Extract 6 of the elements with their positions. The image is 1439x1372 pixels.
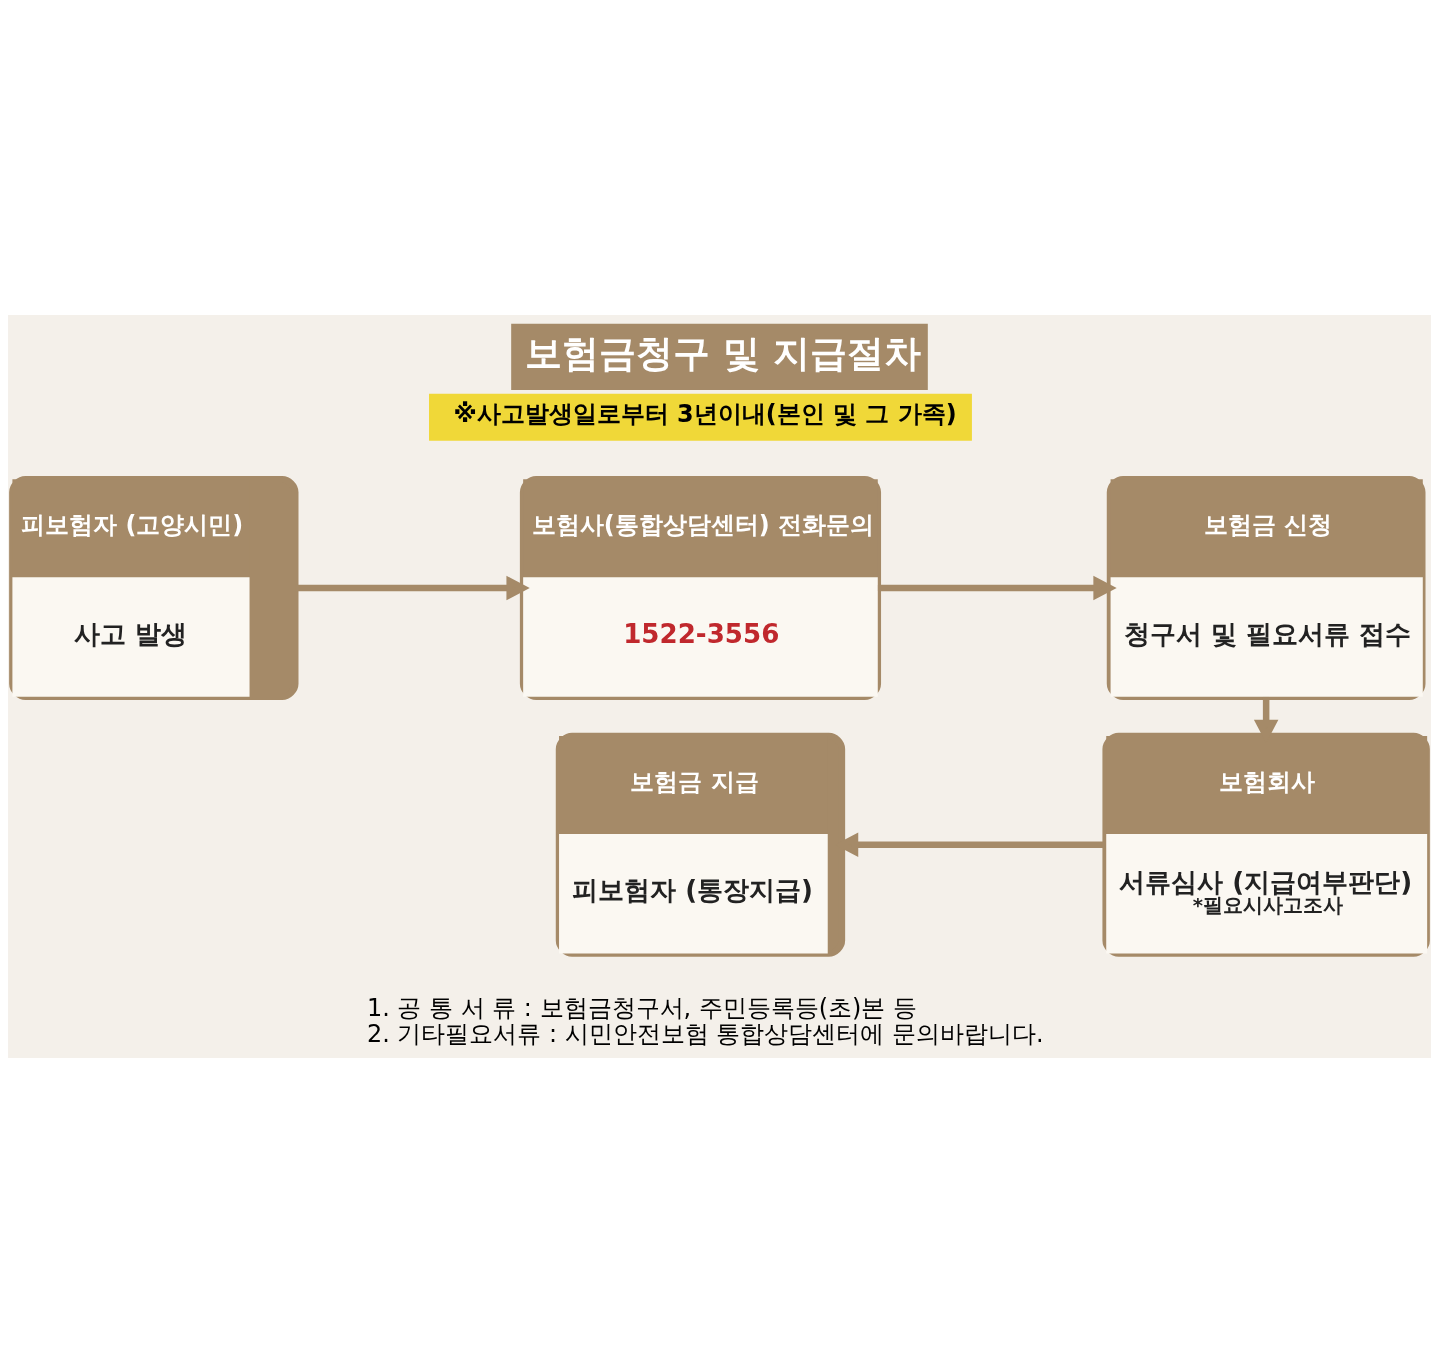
node-box: ※사고발생일로부터 3년이내(본인 및 그 가족) [429,393,972,441]
label: 2. 기타필요서류 : 시민안전보험 통합상담센터에 문의바랍니다. [367,1019,1044,1048]
arrow [295,575,530,600]
diagram-title: 보험금청구 및 지급절차 [524,331,921,375]
label: 1. 공 통 서 류 : 보험금청구서, 주민등록등(초)본 등 [367,993,918,1022]
arrow [877,575,1117,600]
